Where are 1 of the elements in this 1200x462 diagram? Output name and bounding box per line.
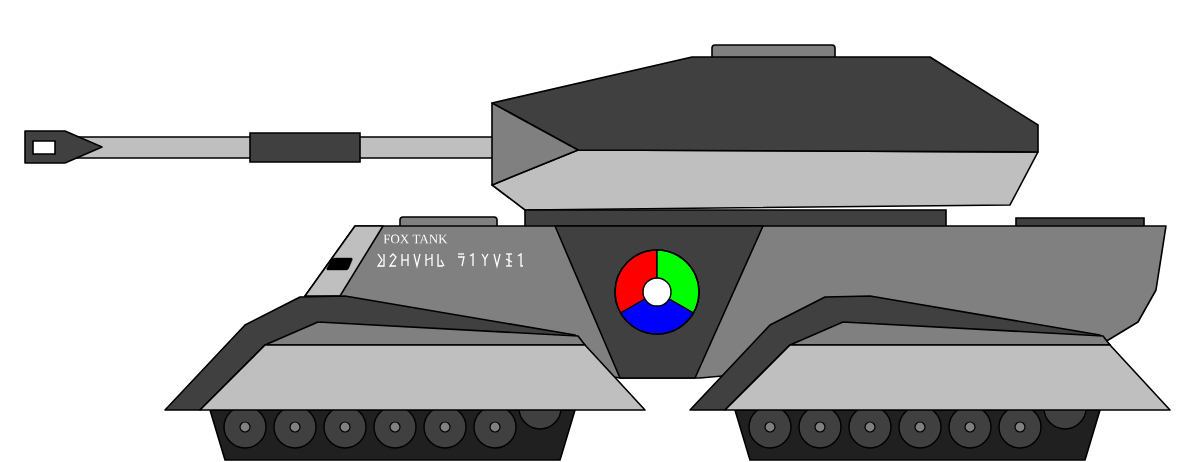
vehicle-name: FOX TANK bbox=[383, 234, 448, 244]
